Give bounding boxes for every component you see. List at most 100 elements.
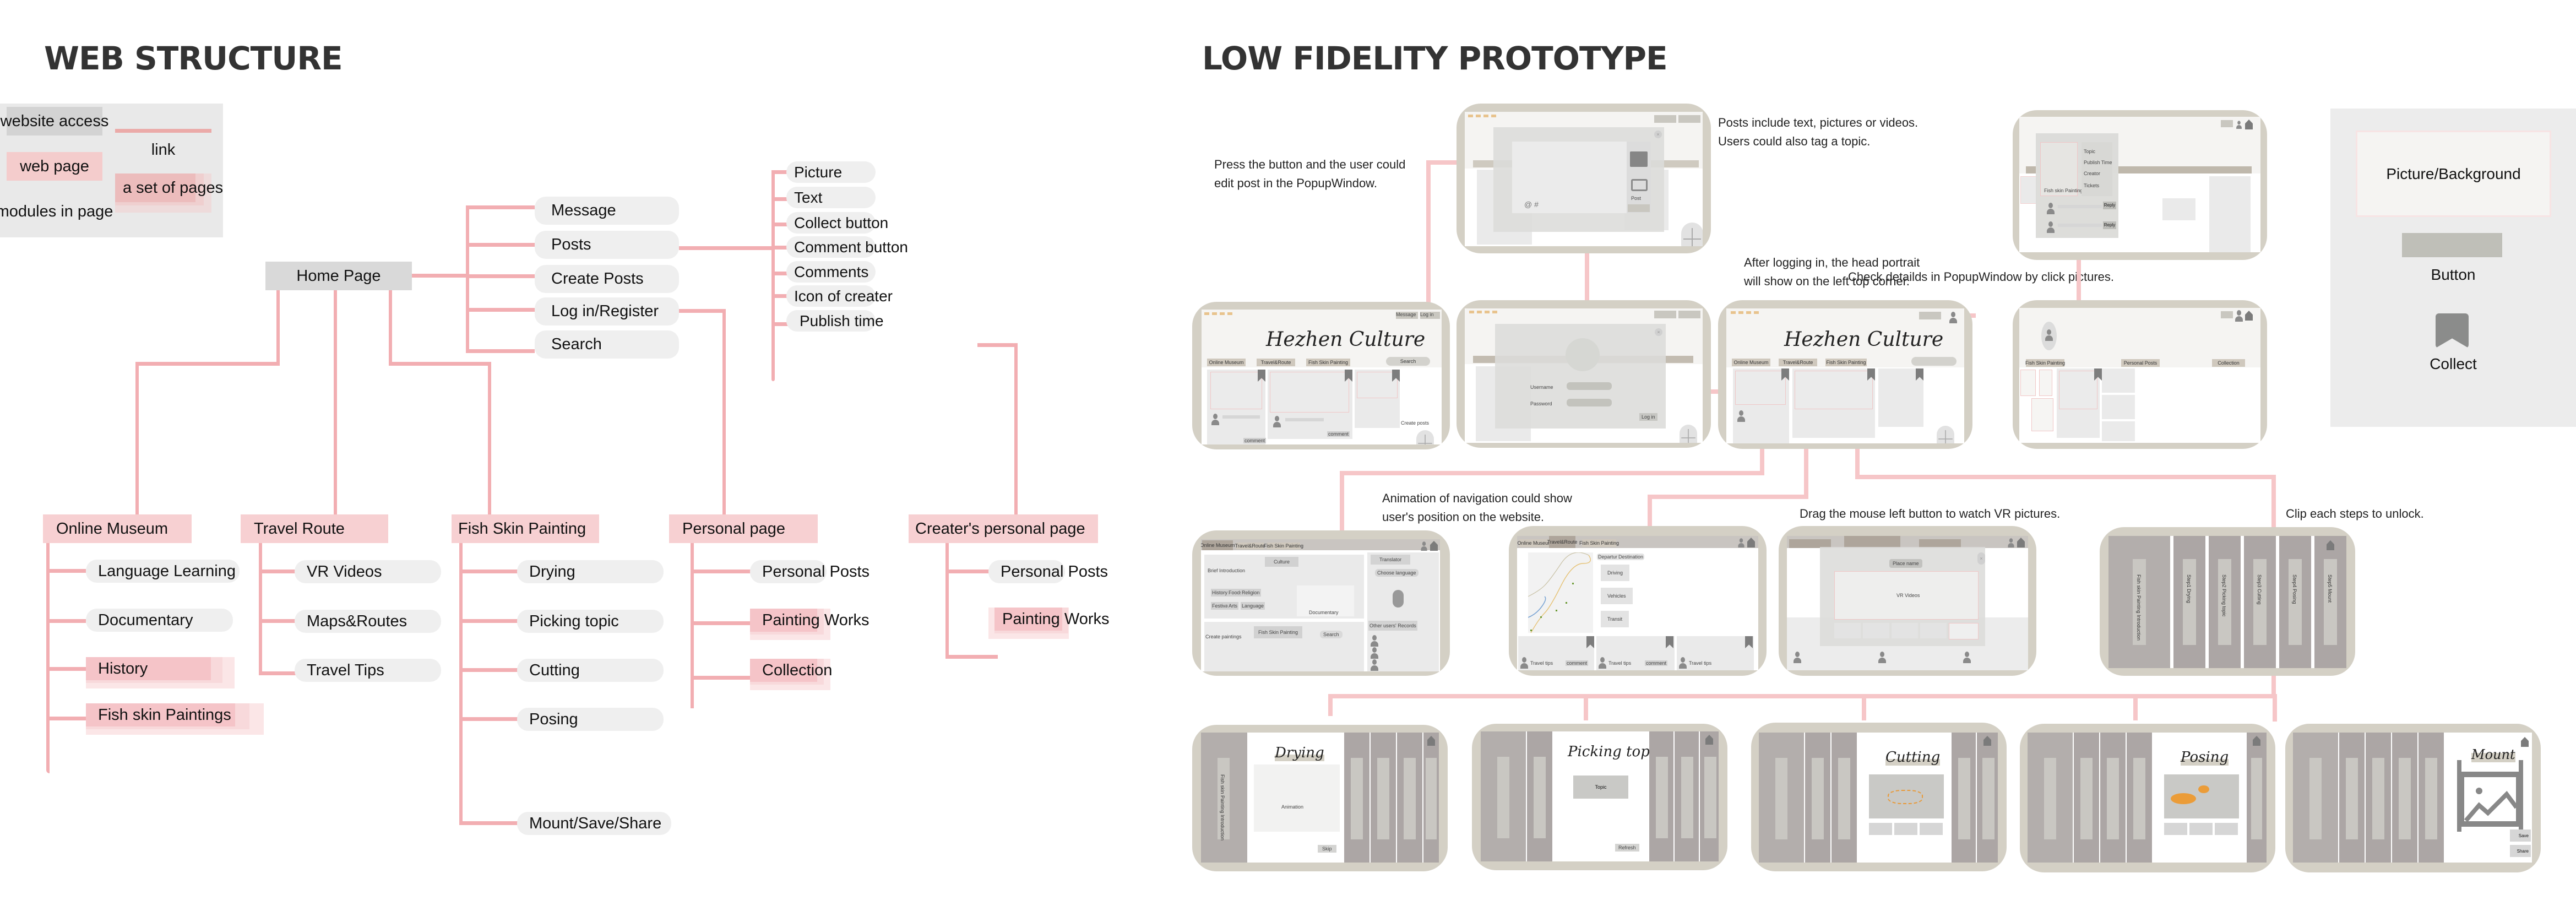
comment-button[interactable]: comment bbox=[1243, 438, 1267, 443]
posing-piece[interactable] bbox=[2198, 785, 2209, 793]
home-icon[interactable] bbox=[2327, 540, 2334, 550]
collection-item[interactable] bbox=[2102, 368, 2135, 393]
home-icon[interactable] bbox=[2245, 120, 2253, 129]
collect-icon[interactable] bbox=[1666, 636, 1673, 648]
strip-step4[interactable] bbox=[1675, 731, 1699, 861]
option-vehicles[interactable]: Vehicles bbox=[1601, 588, 1633, 604]
post-picture[interactable] bbox=[1357, 372, 1398, 398]
home-icon[interactable] bbox=[2017, 538, 2025, 547]
tag-religion[interactable]: Religion bbox=[1241, 589, 1261, 597]
page-creater-personal-page[interactable]: Creater's personal page bbox=[909, 514, 1098, 543]
strip-step1[interactable] bbox=[2074, 733, 2099, 863]
post-card[interactable] bbox=[1733, 368, 1789, 443]
reply-button[interactable]: Reply bbox=[2103, 221, 2116, 229]
strip-step1[interactable] bbox=[2339, 733, 2365, 863]
option-transit[interactable]: Transit bbox=[1601, 611, 1629, 627]
page-personal-page[interactable]: Personal page bbox=[669, 514, 818, 543]
step-strip[interactable]: Step2 Picking topic bbox=[2209, 536, 2241, 668]
post-card[interactable] bbox=[1355, 370, 1400, 428]
painting-tile[interactable] bbox=[2031, 398, 2053, 431]
strip-step3[interactable] bbox=[1649, 731, 1673, 861]
refresh-button[interactable]: Refresh bbox=[1615, 844, 1639, 852]
vr-viewer[interactable]: VR Videos bbox=[1834, 571, 1979, 620]
strip-intro[interactable]: Fish skin Painting Introduction bbox=[1201, 733, 1247, 863]
header-button[interactable] bbox=[2221, 120, 2233, 127]
creator-avatar[interactable] bbox=[1737, 410, 1745, 422]
header-button[interactable] bbox=[1654, 115, 1676, 123]
topic-card[interactable]: Topic bbox=[1573, 776, 1628, 799]
step-strip[interactable]: Step1 Drying bbox=[2173, 536, 2205, 668]
user-icon[interactable] bbox=[2235, 310, 2243, 322]
module-log-in-register[interactable]: Log in/Register bbox=[535, 297, 679, 326]
user-icon[interactable] bbox=[2236, 121, 2242, 129]
create-post-plus-icon[interactable] bbox=[1681, 223, 1703, 246]
tool-slot[interactable] bbox=[2215, 823, 2238, 835]
home-icon[interactable] bbox=[1983, 736, 1991, 746]
save-button[interactable]: Save bbox=[2510, 829, 2531, 842]
header-button[interactable] bbox=[1678, 115, 1700, 123]
strip-step4[interactable] bbox=[2419, 733, 2444, 863]
strip-step3[interactable] bbox=[1371, 733, 1396, 863]
strip-step5[interactable] bbox=[1423, 733, 1439, 863]
collect-icon[interactable] bbox=[1745, 636, 1753, 648]
login-submit-button[interactable]: Log in bbox=[1639, 413, 1657, 421]
module-maps-routes[interactable]: Maps&Routes bbox=[295, 610, 441, 633]
tool-slot[interactable] bbox=[1869, 823, 1892, 835]
home-page-node[interactable]: Home Page bbox=[265, 262, 412, 290]
popup-picture[interactable]: Fish skin Painting bbox=[2040, 142, 2083, 196]
collect-icon[interactable] bbox=[1781, 368, 1789, 381]
module-message[interactable]: Message bbox=[535, 197, 679, 225]
password-input[interactable] bbox=[1567, 399, 1612, 406]
post-module-text[interactable]: Text bbox=[786, 187, 876, 208]
travel-tip-card[interactable]: Travel tips bbox=[1677, 636, 1754, 670]
creator-avatar[interactable] bbox=[1273, 416, 1281, 428]
strip-step1[interactable] bbox=[1527, 731, 1552, 861]
tag-history[interactable]: History bbox=[1211, 589, 1229, 597]
module-posts[interactable]: Posts bbox=[535, 231, 679, 259]
header-button[interactable] bbox=[1654, 311, 1676, 318]
message-button[interactable]: Message bbox=[1396, 312, 1418, 319]
collect-icon[interactable] bbox=[1345, 370, 1352, 382]
strip-intro[interactable] bbox=[2028, 733, 2073, 863]
nav-tab-online-museum[interactable]: Online Museum bbox=[1732, 359, 1770, 366]
module-cutting[interactable]: Cutting bbox=[517, 659, 664, 682]
post-module-collect-button[interactable]: Collect button bbox=[786, 212, 888, 234]
post-picture[interactable] bbox=[1795, 371, 1873, 409]
comment-button[interactable]: comment bbox=[1566, 660, 1589, 666]
post-card[interactable]: comment bbox=[1268, 370, 1352, 439]
strip-step2[interactable] bbox=[2366, 733, 2391, 863]
nav-tab-fish-skin-painting[interactable]: Fish Skin Painting bbox=[1263, 543, 1304, 549]
module-posing[interactable]: Posing bbox=[517, 708, 664, 731]
collect-icon[interactable] bbox=[1867, 368, 1875, 381]
travel-tip-card[interactable]: Travel tips comment bbox=[1596, 636, 1675, 670]
module-mount-save-share[interactable]: Mount/Save/Share bbox=[517, 812, 671, 835]
post-card[interactable] bbox=[1878, 368, 1923, 427]
nav-tab-travel-route[interactable]: Travel&Route bbox=[1547, 536, 1577, 548]
nav-tab-travel-route[interactable]: Travel&Route bbox=[1257, 359, 1295, 366]
strip-intro[interactable] bbox=[1759, 733, 1804, 863]
tag-foods[interactable]: Foods bbox=[1227, 589, 1244, 597]
nav-tab-online-museum[interactable]: Online Museum bbox=[1201, 540, 1235, 550]
close-icon[interactable]: × bbox=[1654, 131, 1662, 138]
post-card[interactable]: comment bbox=[1207, 370, 1267, 444]
module-drying[interactable]: Drying bbox=[517, 560, 664, 583]
nav-tab-fish-skin-painting[interactable]: Fish Skin Painting bbox=[1306, 359, 1350, 366]
destination-field[interactable]: Destination bbox=[1617, 554, 1645, 560]
post-picture[interactable] bbox=[2059, 371, 2097, 409]
vr-thumbnail-selected[interactable] bbox=[1949, 623, 1979, 639]
documentary-panel[interactable]: Documentary bbox=[1297, 585, 1354, 616]
post-text-area[interactable] bbox=[1512, 142, 1627, 213]
module-language-learning[interactable]: Language Learning bbox=[86, 560, 240, 583]
strip-step3[interactable] bbox=[2392, 733, 2417, 863]
share-button[interactable]: Share bbox=[2510, 845, 2531, 857]
travel-tip-card[interactable]: Travel tips comment bbox=[1518, 636, 1594, 670]
strip-step3[interactable] bbox=[2127, 733, 2152, 863]
mention-tag-symbols[interactable]: @ # bbox=[1524, 200, 1539, 209]
home-icon[interactable] bbox=[2245, 311, 2253, 321]
module-search[interactable]: Search bbox=[535, 330, 679, 359]
nav-tab-active[interactable] bbox=[1844, 536, 1900, 548]
comment-button[interactable]: comment bbox=[1327, 431, 1350, 437]
post-module-icon-of-creater[interactable]: Icon of creater bbox=[786, 285, 893, 307]
step-strip[interactable]: Step4 Posing bbox=[2279, 536, 2311, 668]
nav-tab-travel-route[interactable]: Travel&Route bbox=[1779, 359, 1817, 366]
